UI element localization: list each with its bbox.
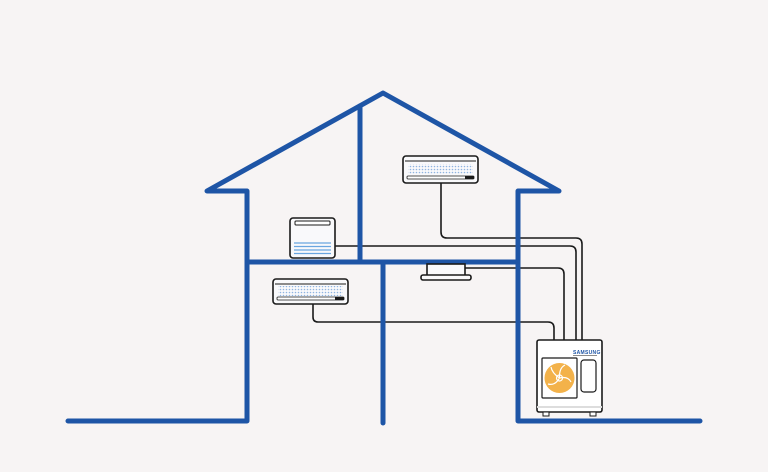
wall-mounted-ac-icon-lower [272,278,349,305]
ceiling-cassette-ac-icon [420,263,472,281]
house-roof-and-walls [65,90,703,424]
console-vents [294,242,331,255]
outdoor-brand-label: SAMSUNG [573,350,601,356]
refrigerant-piping [312,182,583,341]
pipe-ceiling-cassette [464,267,565,341]
pipe-floor-console [335,245,577,341]
floor-console-ac-icon [289,217,336,259]
wall-mounted-ac-icon [402,155,479,184]
outdoor-condenser-icon: SAMSUNG [536,339,603,417]
fan-blades [547,364,572,385]
pipe-lower-wall-unit [312,303,555,341]
pipe-upper-wall-unit [440,182,583,341]
house-outline [65,90,703,426]
